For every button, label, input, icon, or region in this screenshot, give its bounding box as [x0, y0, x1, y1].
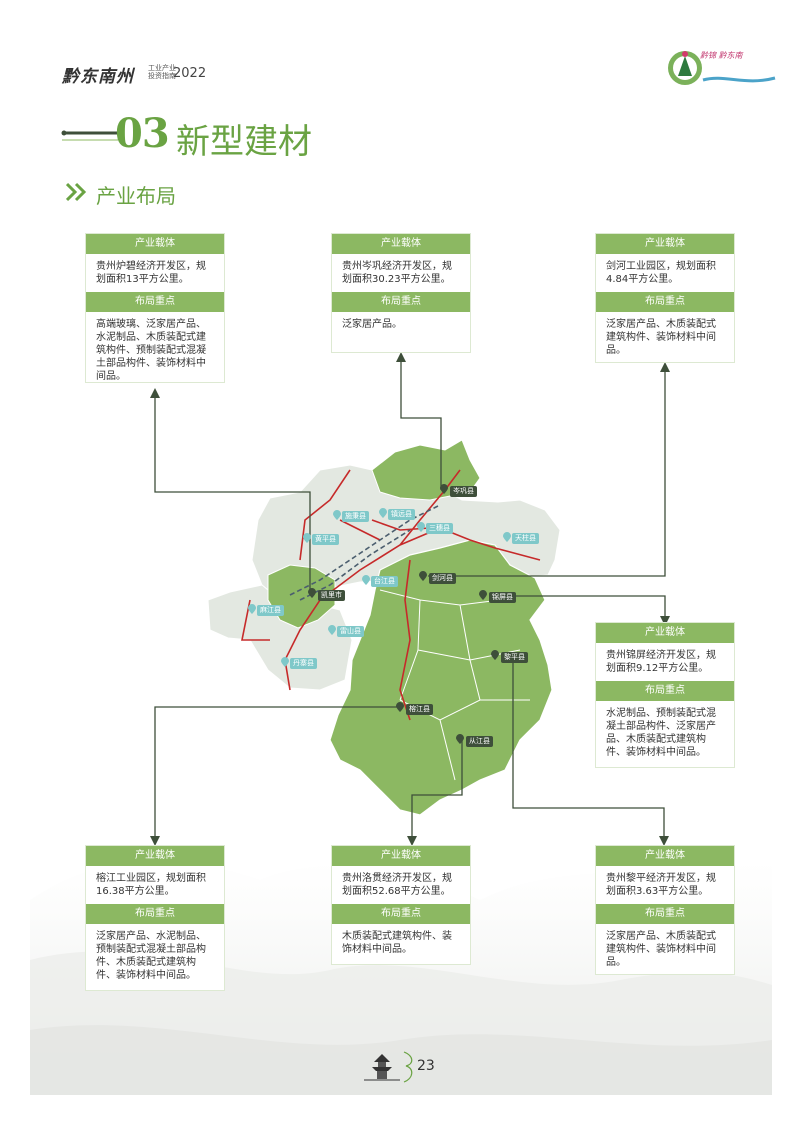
heading-line-decoration	[61, 130, 118, 141]
map-label-sansui: 三穗县	[426, 523, 453, 534]
map-label-congjiang: 从江县	[466, 736, 493, 747]
map-label-zhenyuan: 镇远县	[388, 509, 415, 520]
card-focus-header: 布局重点	[86, 904, 224, 924]
subheading: 产业布局	[96, 184, 176, 208]
card-carrier-header: 产业载体	[596, 234, 734, 254]
map-pin-icon	[248, 604, 256, 614]
card-focus-text: 泛家居产品、水泥制品、预制装配式混凝土部品构件、木质装配式建筑构件、装饰材料中间…	[96, 931, 206, 981]
map-pin-icon	[308, 588, 316, 598]
card-focus-text: 泛家居产品、木质装配式建筑构件、装饰材料中间品。	[606, 319, 716, 356]
info-card-cengong: 产业载体 贵州岑巩经济开发区，规划面积30.23平方公里。 布局重点 泛家居产品…	[331, 233, 471, 353]
map-label-majiang: 麻江县	[257, 605, 284, 616]
card-carrier-header: 产业载体	[86, 234, 224, 254]
map-label-cengong: 岑巩县	[450, 486, 477, 497]
map-label-rongjiang: 榕江县	[406, 704, 433, 715]
card-carrier-text: 贵州炉碧经济开发区，规划面积13平方公里。	[96, 261, 206, 285]
map-pin-icon	[281, 657, 289, 667]
leaf-logo-icon	[668, 51, 776, 85]
card-focus-header: 布局重点	[596, 681, 734, 701]
card-focus-header: 布局重点	[596, 292, 734, 312]
map-label-jinping: 锦屏县	[489, 592, 516, 603]
card-focus-text: 高端玻璃、泛家居产品、水泥制品、木质装配式建筑构件、预制装配式混凝土部品构件、装…	[96, 319, 206, 382]
info-card-jianhe: 产业载体 剑河工业园区，规划面积4.84平方公里。 布局重点 泛家居产品、木质装…	[595, 233, 735, 363]
map-pin-icon	[491, 650, 499, 660]
map-region-southeast	[329, 539, 553, 816]
card-carrier-text: 贵州锦屏经济开发区，规划面积9.12平方公里。	[606, 650, 716, 674]
info-card-rongjiang: 产业载体 榕江工业园区，规划面积16.38平方公里。 布局重点 泛家居产品、水泥…	[85, 845, 225, 991]
card-carrier-header: 产业载体	[596, 623, 734, 643]
map-label-taijiang: 台江县	[371, 576, 398, 587]
card-carrier-text: 贵州岑巩经济开发区，规划面积30.23平方公里。	[342, 261, 452, 285]
card-carrier-text: 贵州洛贯经济开发区，规划面积52.68平方公里。	[342, 873, 452, 897]
map-label-shibing: 施秉县	[342, 511, 369, 522]
card-carrier-text: 剑河工业园区，规划面积4.84平方公里。	[606, 261, 716, 285]
card-carrier-header: 产业载体	[596, 846, 734, 866]
card-carrier-header: 产业载体	[332, 234, 470, 254]
connector-lines	[154, 360, 666, 840]
map-pin-icon	[379, 508, 387, 518]
card-focus-header: 布局重点	[332, 904, 470, 924]
card-focus-text: 泛家居产品、木质装配式建筑构件、装饰材料中间品。	[606, 931, 716, 968]
card-focus-header: 布局重点	[332, 292, 470, 312]
map-pin-icon	[440, 484, 448, 494]
section-number: 03	[115, 110, 170, 157]
card-focus-header: 布局重点	[596, 904, 734, 924]
map-label-leishan: 雷山县	[337, 626, 364, 637]
map-label-kaili: 凯里市	[318, 590, 345, 601]
card-carrier-text: 榕江工业园区，规划面积16.38平方公里。	[96, 873, 206, 897]
card-focus-text: 泛家居产品。	[342, 319, 402, 330]
logo-text: 黔锦 黔东南	[700, 51, 743, 60]
map-label-liping: 黎平县	[501, 652, 528, 663]
pagoda-icon	[364, 1051, 413, 1083]
info-card-liping: 产业载体 贵州黎平经济开发区，规划面积3.63平方公里。 布局重点 泛家居产品、…	[595, 845, 735, 975]
publication-year: 2022	[173, 66, 207, 81]
map-pin-icon	[362, 575, 370, 585]
map-pin-icon	[303, 533, 311, 543]
map-label-danzhai: 丹寨县	[290, 658, 317, 669]
card-carrier-text: 贵州黎平经济开发区，规划面积3.63平方公里。	[606, 873, 716, 897]
card-focus-text: 木质装配式建筑构件、装饰材料中间品。	[342, 931, 452, 955]
card-focus-header: 布局重点	[86, 292, 224, 312]
map-road	[241, 469, 541, 721]
page-number: 23	[417, 1058, 435, 1074]
info-card-jinping: 产业载体 贵州锦屏经济开发区，规划面积9.12平方公里。 布局重点 水泥制品、预…	[595, 622, 735, 768]
map-pin-icon	[333, 510, 341, 520]
double-chevron-icon	[66, 182, 87, 202]
map-label-tianzhu: 天柱县	[512, 533, 539, 544]
map-pin-icon	[396, 702, 404, 712]
map-pin-icon	[417, 522, 425, 532]
map-pin-icon	[419, 571, 427, 581]
publication-title: 黔东南州	[62, 67, 134, 87]
arrow-heads	[150, 352, 670, 846]
card-carrier-header: 产业载体	[332, 846, 470, 866]
map-pin-icon	[456, 734, 464, 744]
map-pin-icon	[479, 590, 487, 600]
card-focus-text: 水泥制品、预制装配式混凝土部品构件、泛家居产品、木质装配式建筑构件、装饰材料中间…	[606, 708, 716, 758]
map-pin-icon	[503, 532, 511, 542]
map-pin-icon	[328, 625, 336, 635]
info-card-lubi: 产业载体 贵州炉碧经济开发区，规划面积13平方公里。 布局重点 高端玻璃、泛家居…	[85, 233, 225, 383]
subtitle-line-2: 投资指南	[148, 72, 176, 80]
map-label-jianhe: 剑河县	[429, 573, 456, 584]
info-card-congjiang: 产业载体 贵州洛贯经济开发区，规划面积52.68平方公里。 布局重点 木质装配式…	[331, 845, 471, 965]
subtitle-line-1: 工业产业	[148, 64, 176, 72]
map-label-huangping: 黄平县	[312, 534, 339, 545]
section-title: 新型建材	[176, 122, 312, 162]
map-region-cengong	[371, 439, 481, 501]
card-carrier-header: 产业载体	[86, 846, 224, 866]
publication-subtitle: 工业产业 投资指南	[148, 64, 176, 80]
